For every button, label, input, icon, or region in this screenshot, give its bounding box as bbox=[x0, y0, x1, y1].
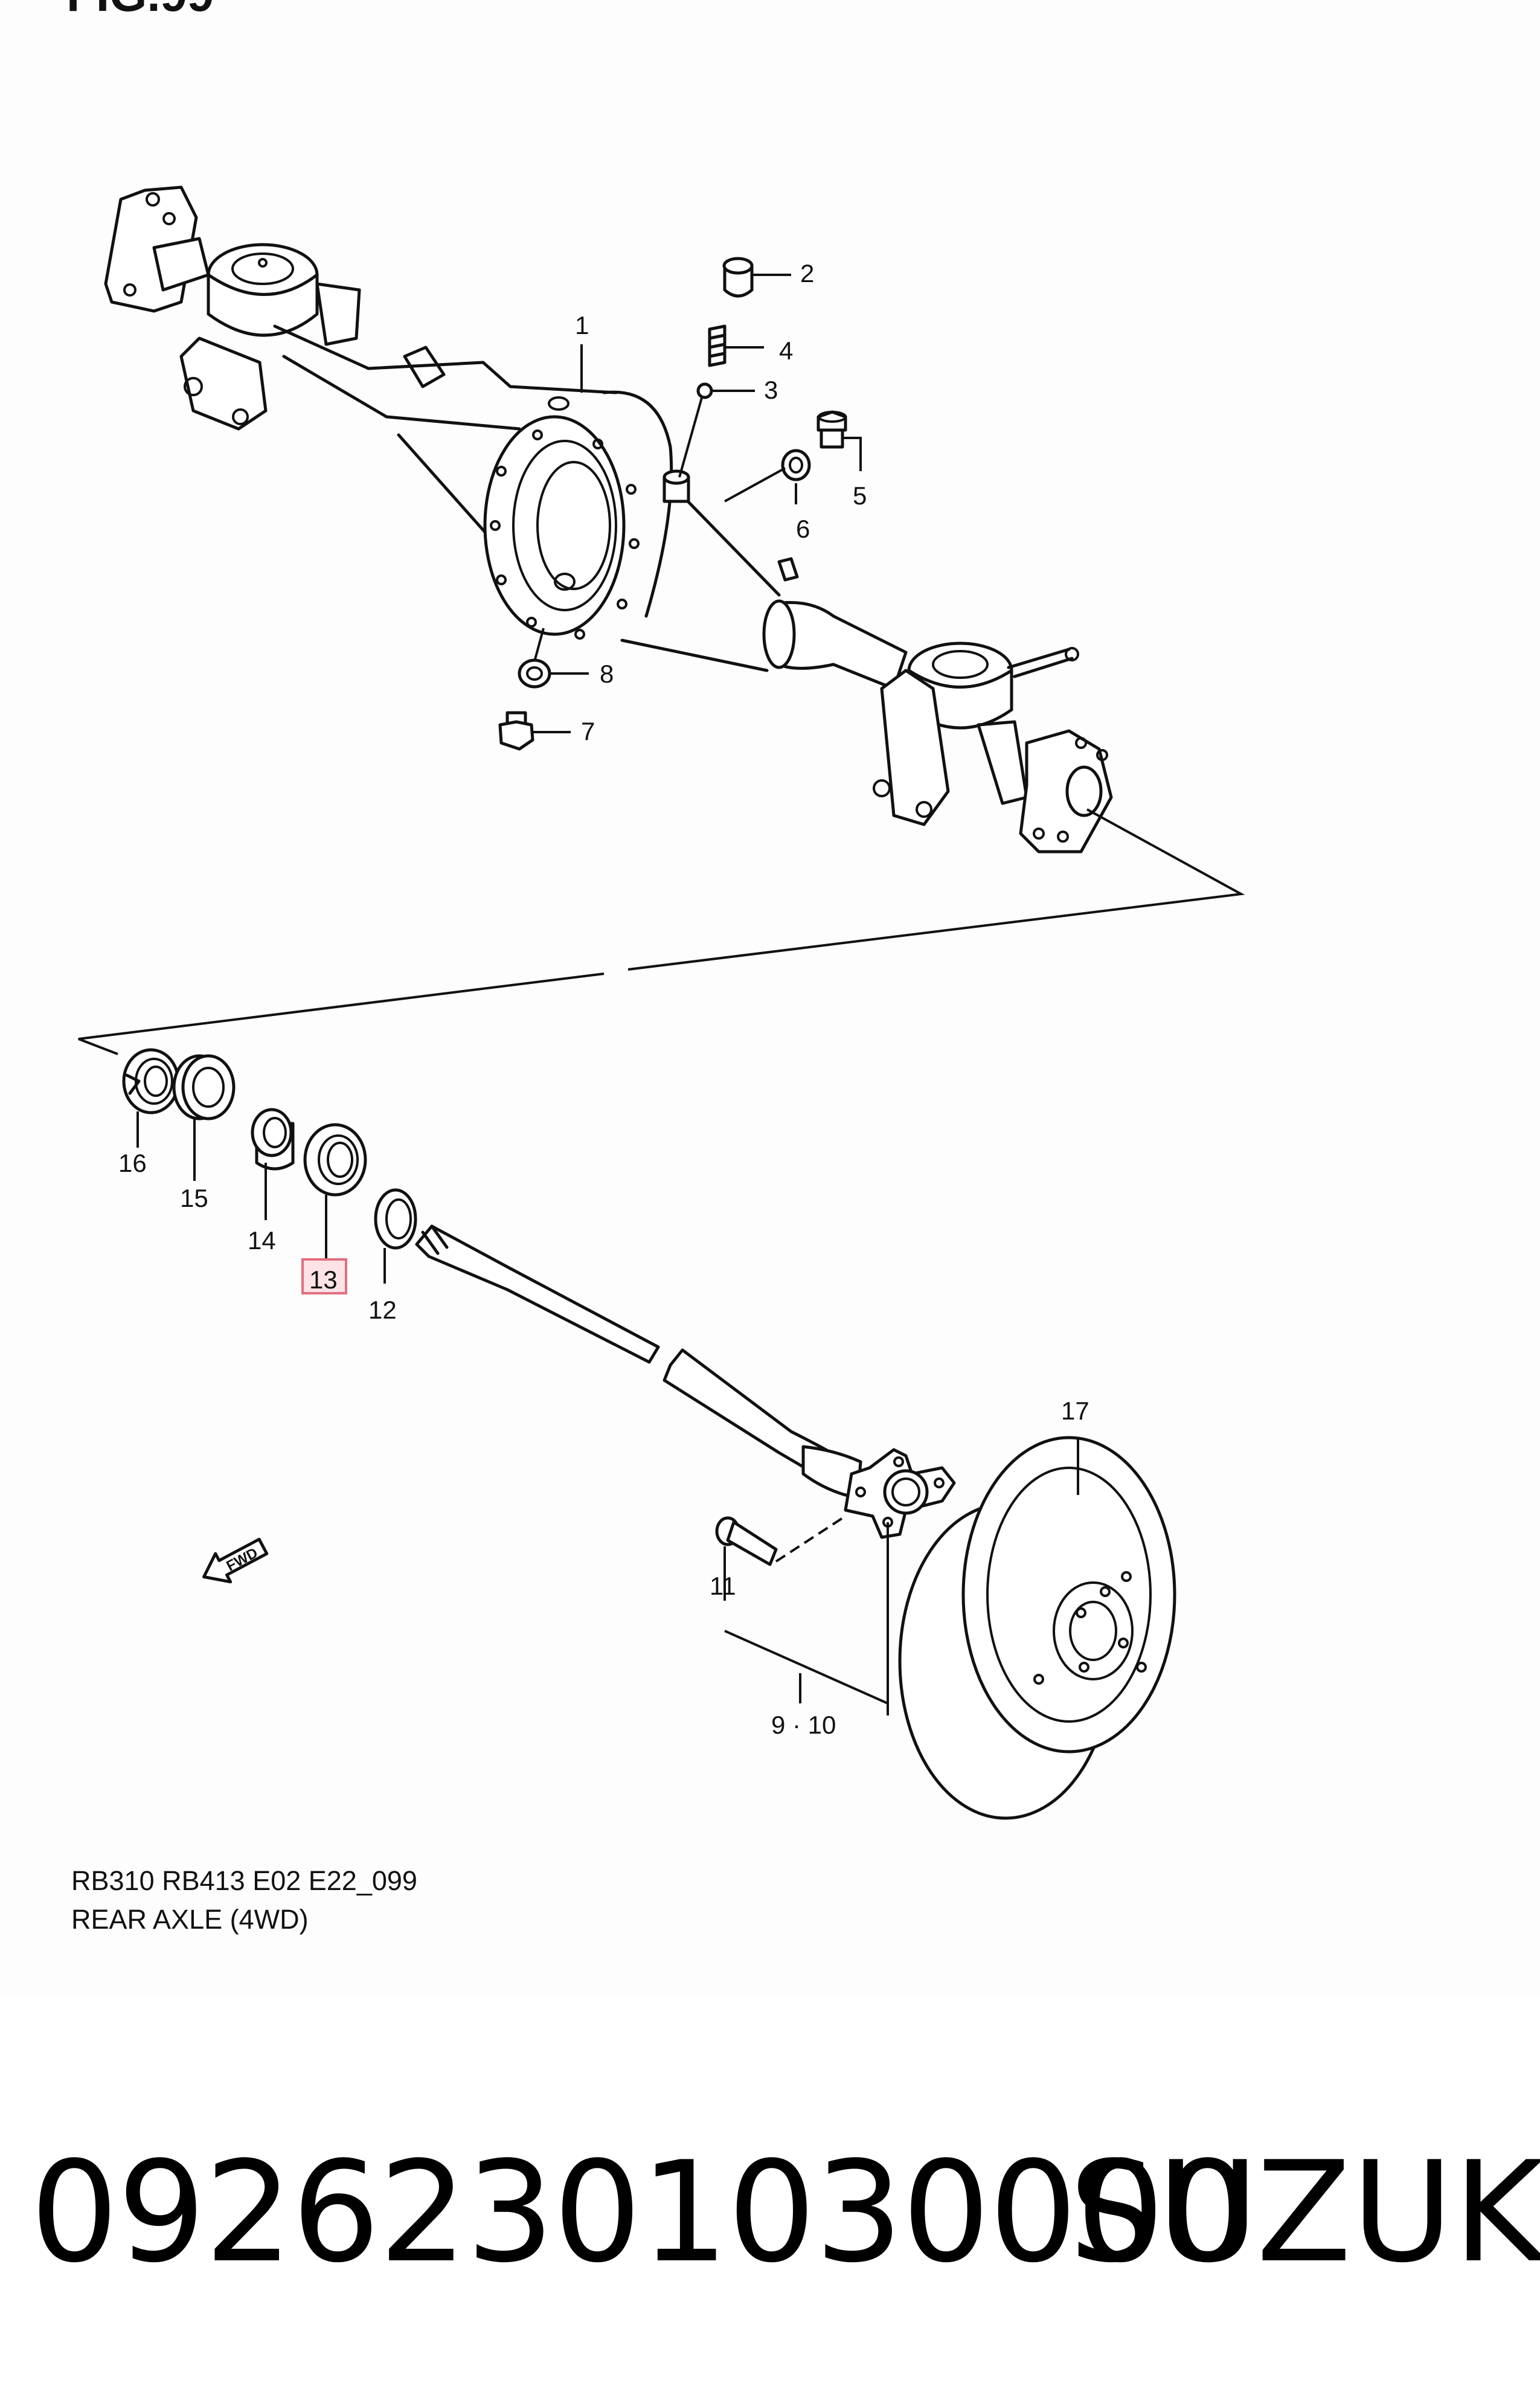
axle-housing bbox=[104, 185, 1113, 854]
oil-seal-part-16 bbox=[122, 1048, 180, 1114]
callout-16: 16 bbox=[118, 1149, 147, 1177]
washer-part-6 bbox=[781, 449, 811, 481]
breather-body bbox=[663, 469, 690, 503]
plug-part-7 bbox=[498, 711, 534, 751]
callout-12: 12 bbox=[368, 1296, 397, 1324]
brake-drum-part-17 bbox=[898, 1436, 1176, 1820]
callout-labels: 1 2 3 4 5 6 7 8 9 · 10 11 12 13 14 15 16… bbox=[118, 259, 1089, 1739]
caption-model-codes: RB310 RB413 E02 E22_099 bbox=[71, 1865, 417, 1896]
callout-11: 11 bbox=[710, 1572, 736, 1600]
callout-5: 5 bbox=[853, 481, 867, 510]
callout-1: 1 bbox=[575, 311, 589, 339]
callout-2: 2 bbox=[800, 259, 814, 288]
callout-8: 8 bbox=[600, 660, 614, 688]
breather-cap-part-2 bbox=[722, 257, 754, 298]
callout-13-highlight bbox=[301, 1258, 347, 1294]
exploded-parts-diagram: FIG.99 bbox=[66, 0, 1245, 1820]
part-number: 09262301030000 bbox=[30, 2132, 1252, 2294]
assembly-divider-line bbox=[78, 808, 1245, 1055]
hub-bolt-part-11 bbox=[715, 1516, 778, 1566]
bottom-band bbox=[0, 1993, 1540, 2392]
leader-lines-upper bbox=[533, 274, 862, 733]
axle-shaft-part-9-10 bbox=[415, 1224, 956, 1563]
washer-part-8 bbox=[518, 658, 551, 689]
callout-4: 4 bbox=[779, 336, 793, 365]
seal-part-12 bbox=[374, 1188, 417, 1250]
callout-6: 6 bbox=[796, 515, 810, 543]
callout-3: 3 bbox=[764, 376, 778, 404]
callout-17: 17 bbox=[1061, 1397, 1089, 1425]
ball-part-3 bbox=[696, 382, 713, 399]
callout-13: 13 bbox=[309, 1265, 338, 1294]
plug-part-5 bbox=[817, 410, 847, 449]
callout-14: 14 bbox=[248, 1226, 276, 1255]
spacer-part-14 bbox=[251, 1108, 295, 1171]
figure-title: FIG.99 bbox=[66, 0, 214, 21]
spring-part-4 bbox=[708, 324, 727, 367]
callout-7: 7 bbox=[581, 717, 595, 745]
retainer-ring-part-13 bbox=[303, 1123, 367, 1197]
caption-title: REAR AXLE (4WD) bbox=[71, 1904, 309, 1935]
callout-9-10: 9 · 10 bbox=[771, 1711, 836, 1739]
forward-direction-arrow: FWD bbox=[202, 1537, 269, 1584]
callout-15: 15 bbox=[180, 1184, 208, 1212]
leader-lines-lower bbox=[136, 1111, 1079, 1715]
brand-name: SUZUKI bbox=[1069, 2132, 1540, 2294]
bearing-part-15 bbox=[172, 1054, 236, 1120]
